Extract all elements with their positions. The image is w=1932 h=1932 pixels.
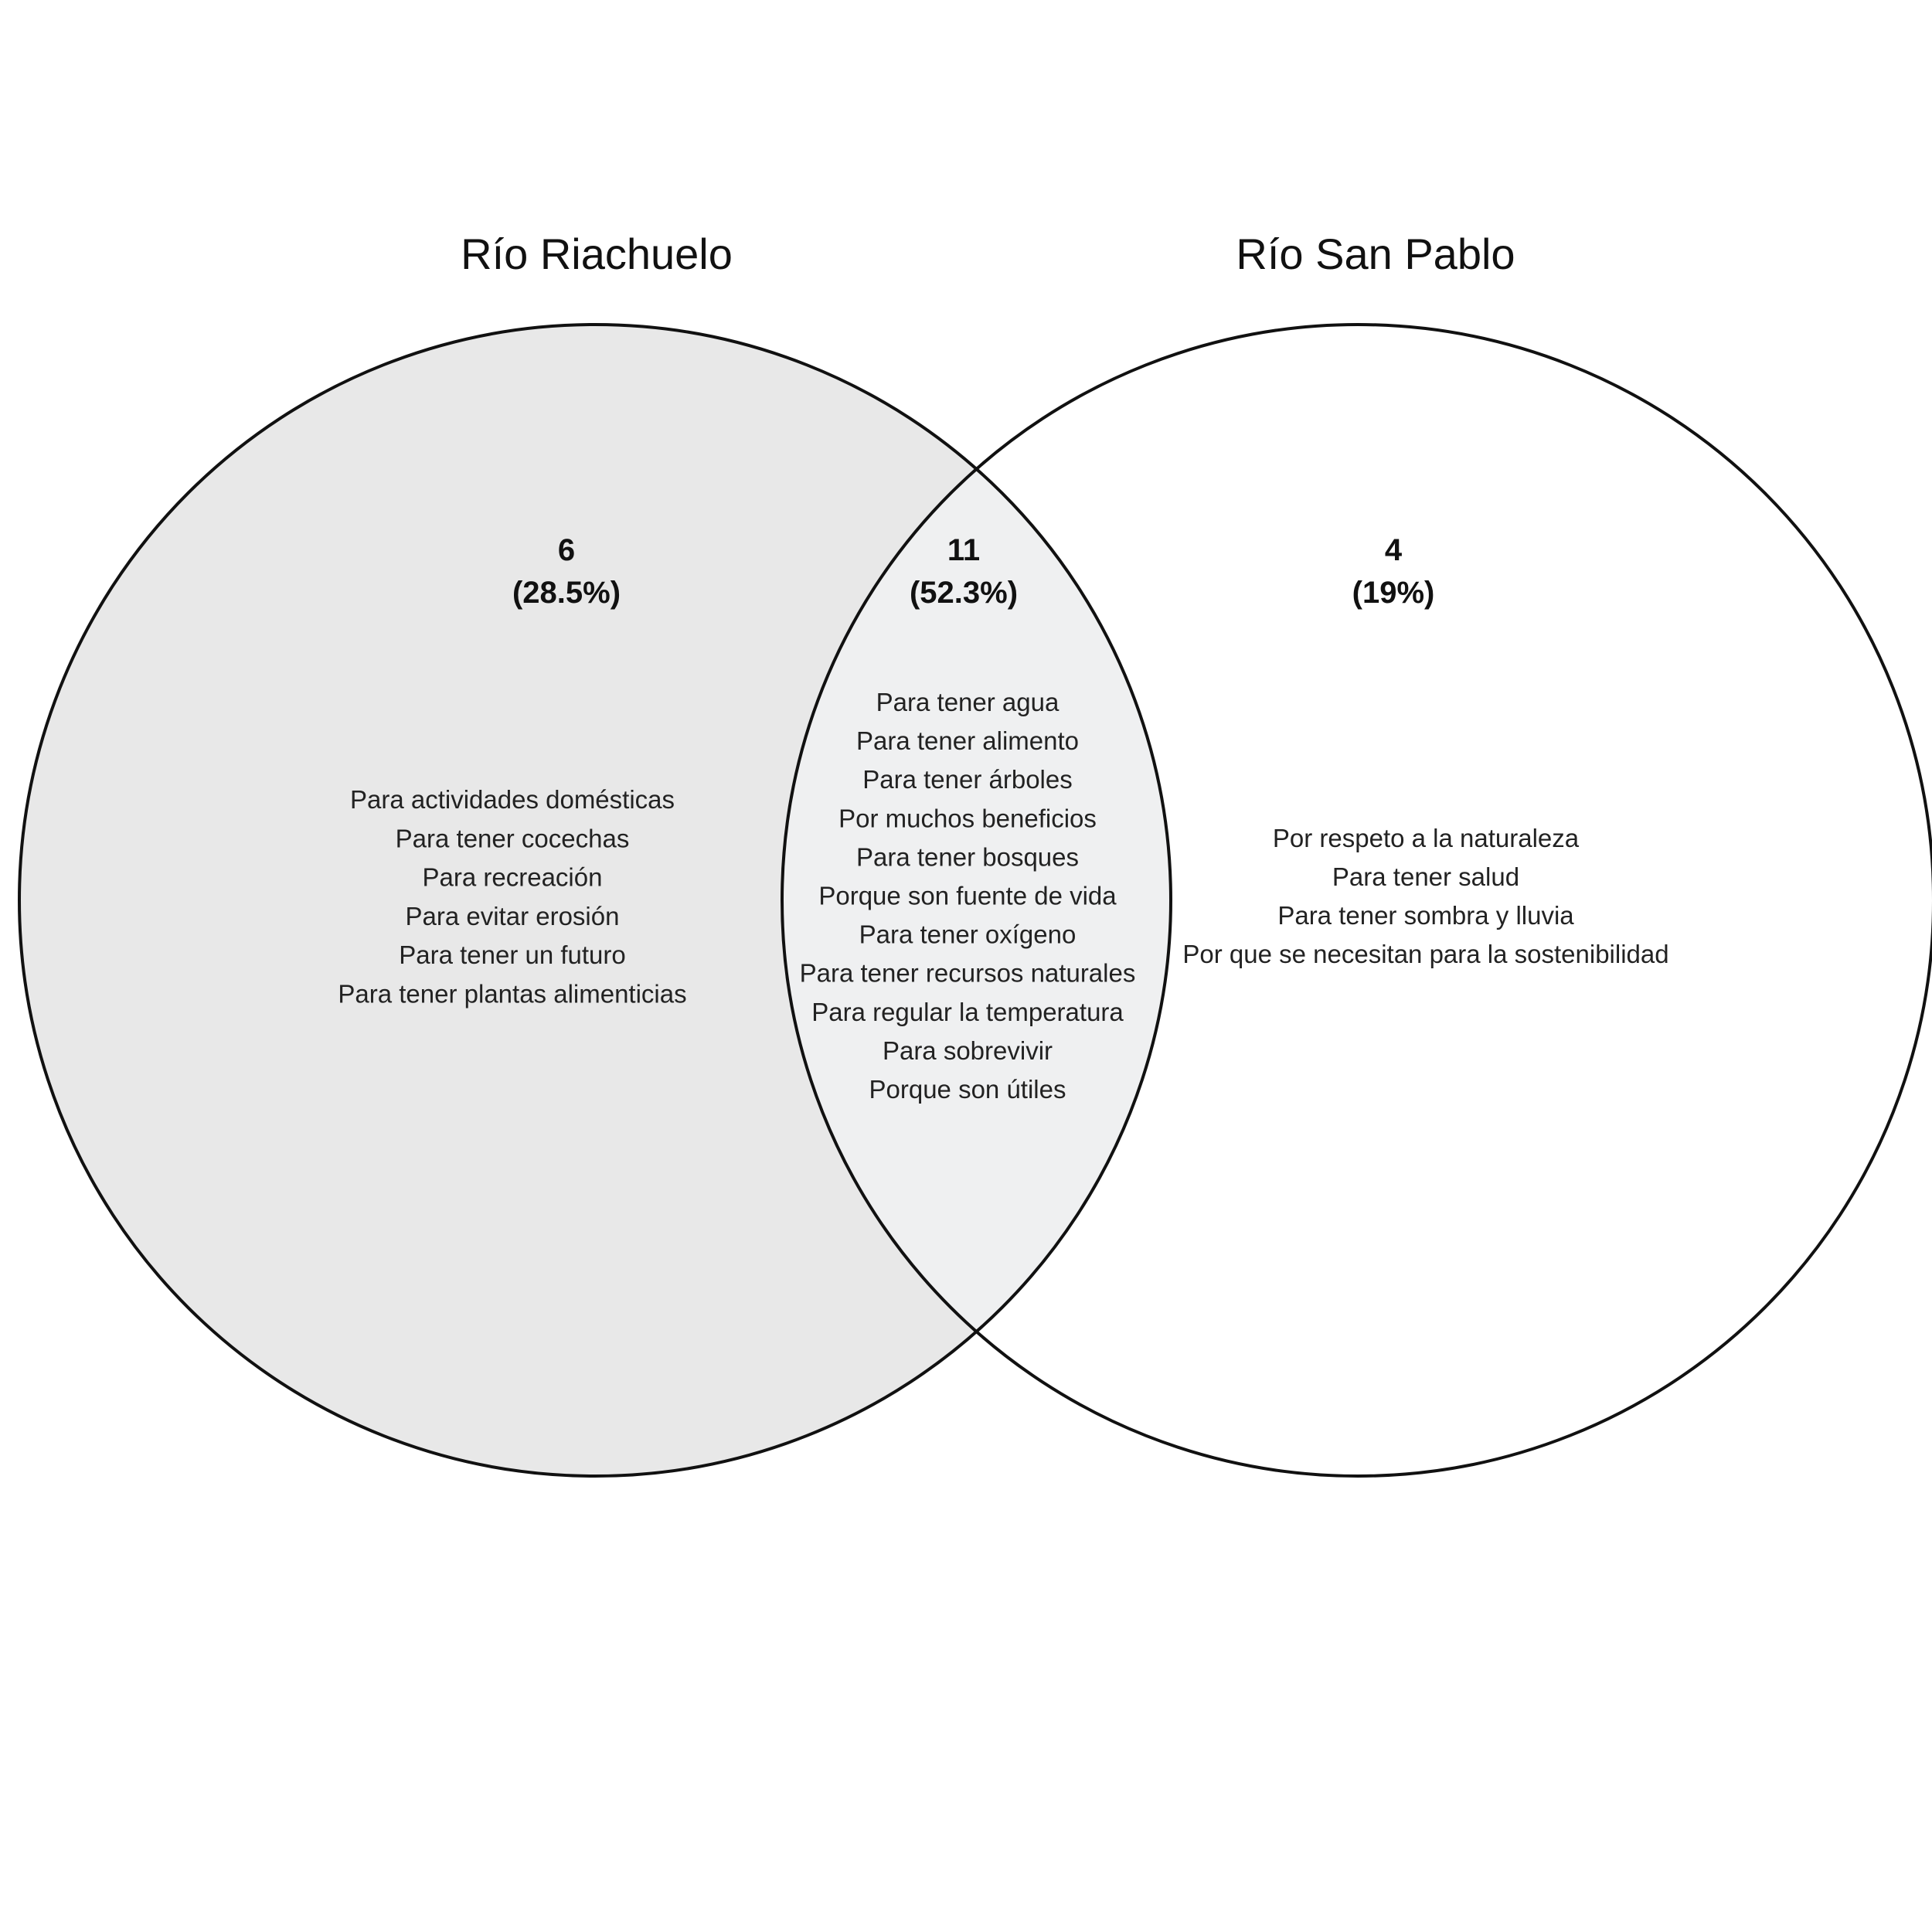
overlap-count: 11 xyxy=(947,533,980,567)
right-only-count: 4 xyxy=(1385,533,1403,567)
left-only-count: 6 xyxy=(558,533,575,567)
overlap-item: Para tener oxígeno xyxy=(859,920,1077,949)
overlap-item: Para tener recursos naturales xyxy=(800,959,1136,988)
left-only-item: Para tener cocechas xyxy=(396,824,630,852)
left-only-item: Para evitar erosión xyxy=(406,902,620,930)
overlap-item: Para tener alimento xyxy=(856,726,1079,755)
right-only-item: Para tener sombra y lluvia xyxy=(1277,901,1574,930)
overlap-item: Para tener bosques xyxy=(856,842,1079,871)
left-only-percent: (28.5%) xyxy=(512,576,621,610)
overlap-item: Para regular la temperatura xyxy=(811,998,1124,1026)
set-title-rio-san-pablo: Río San Pablo xyxy=(1236,230,1515,278)
set-outline-rio-riachuelo xyxy=(18,323,1172,1478)
left-only-item: Para actividades domésticas xyxy=(350,785,675,814)
set-title-rio-riachuelo: Río Riachuelo xyxy=(461,230,733,278)
left-only-item: Para recreación xyxy=(423,863,603,892)
left-only-item: Para tener plantas alimenticias xyxy=(338,980,686,1009)
right-only-item: Por respeto a la naturaleza xyxy=(1273,824,1580,852)
overlap-item: Por muchos beneficios xyxy=(838,804,1097,832)
right-only-item: Para tener salud xyxy=(1332,862,1519,891)
set-outline-rio-san-pablo xyxy=(781,323,1932,1478)
overlap-item: Porque son útiles xyxy=(869,1075,1066,1104)
overlap-item: Porque son fuente de vida xyxy=(818,882,1117,910)
left-only-item: Para tener un futuro xyxy=(399,940,626,969)
overlap-item: Para tener árboles xyxy=(862,765,1073,794)
overlap-item: Para tener agua xyxy=(876,688,1060,716)
right-only-percent: (19%) xyxy=(1352,576,1435,610)
intersection-region xyxy=(782,325,1171,1476)
overlap-item: Para sobrevivir xyxy=(883,1036,1053,1065)
right-only-item: Por que se necesitan para la sostenibili… xyxy=(1182,940,1668,968)
overlap-percent: (52.3%) xyxy=(910,576,1018,610)
